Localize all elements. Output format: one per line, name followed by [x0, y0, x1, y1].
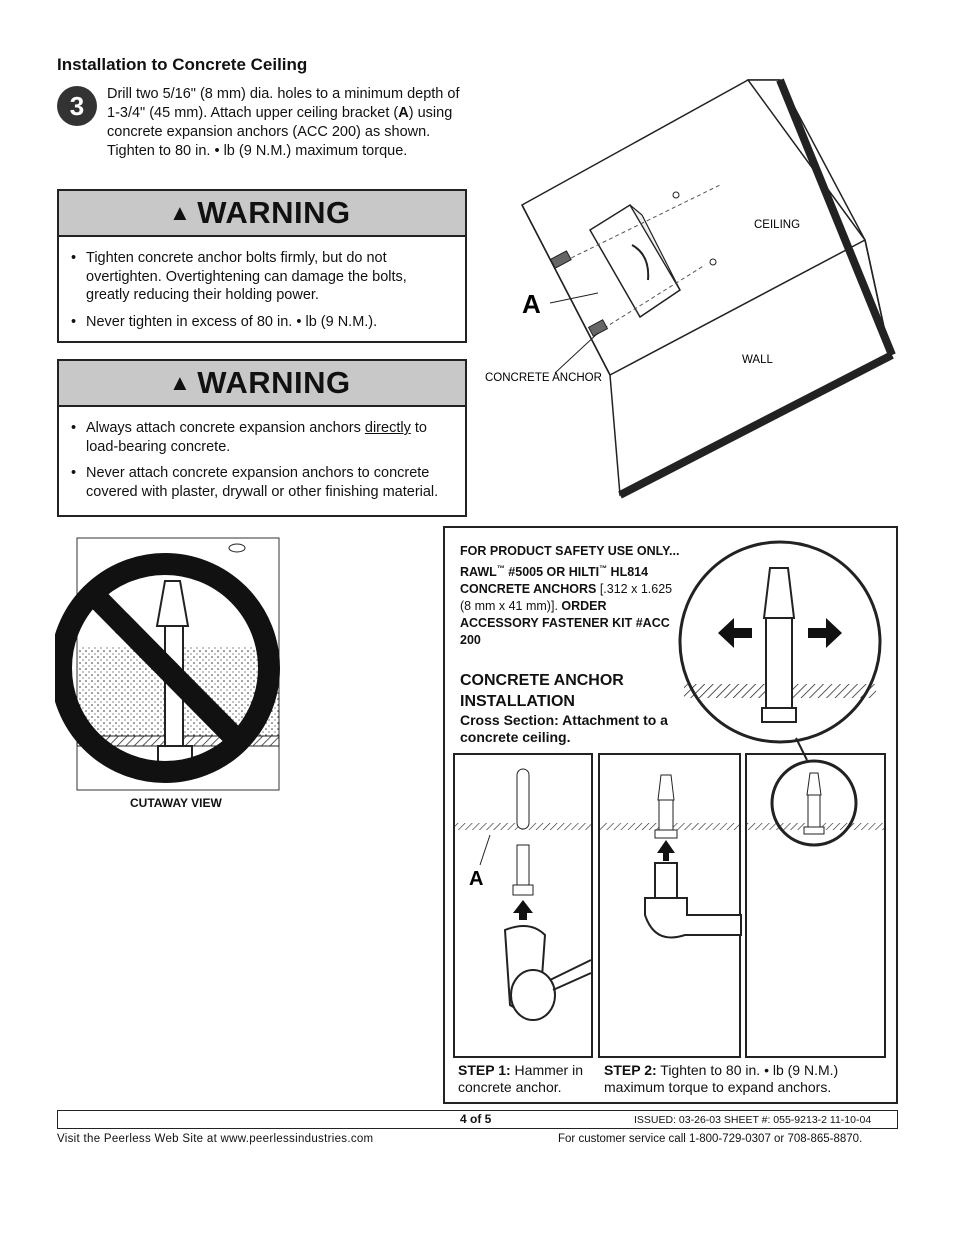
warning-box-2: ▲ WARNING Always attach concrete expansi… [57, 359, 467, 517]
anchors-label: CONCRETE ANCHORS [460, 582, 597, 597]
panel-letter-label: A [469, 868, 483, 890]
warning-list: Tighten concrete anchor bolts firmly, bu… [59, 237, 465, 345]
trademark: ™ [496, 564, 505, 573]
warning-header: ▲ WARNING [59, 191, 465, 237]
trademark: ™ [599, 564, 608, 573]
warning-item: Never attach concrete expansion anchors … [71, 464, 451, 501]
ceiling-bracket-diagram: A CEILING WALL CONCRETE ANCHOR [485, 78, 896, 499]
section-title: Installation to Concrete Ceiling [57, 55, 308, 74]
anchor-size: [.312 x 1.625 (8 mm x 41 mm)]. [460, 582, 673, 614]
warning-text: to load-bearing concrete. [86, 420, 427, 455]
issued-info: ISSUED: 03-26-03 SHEET #: 055-9213-2 11-… [634, 1114, 872, 1126]
result-panel [745, 753, 886, 1058]
brand-rawl: RAWL [460, 565, 497, 580]
bracket-letter-label: A [522, 289, 541, 319]
step1-text: Hammer in concrete anchor. [458, 1062, 584, 1095]
warning-item: Always attach concrete expansion anchors… [71, 419, 451, 456]
footer-bar [57, 1110, 898, 1129]
step1-label: STEP 1: [458, 1062, 511, 1078]
model-hl814: HL814 [607, 565, 649, 580]
ceiling-label: CEILING [754, 219, 800, 231]
warning-title: WARNING [197, 365, 351, 400]
concrete-anchor-label: CONCRETE ANCHOR [485, 372, 602, 384]
step2-caption: STEP 2: Tighten to 80 in. • lb (9 N.M.) … [604, 1062, 894, 1096]
order-kit: ORDER ACCESSORY FASTENER KIT #ACC 200 [460, 599, 670, 648]
product-safety-info: FOR PRODUCT SAFETY USE ONLY... RAWL™ #50… [460, 543, 680, 649]
warning-item: Tighten concrete anchor bolts firmly, bu… [71, 249, 451, 305]
warning-triangle-icon: ▲ [169, 200, 192, 225]
magnified-anchor-diagram [678, 540, 882, 761]
concrete-anchor-install-box [443, 526, 898, 1104]
step2-text: Tighten to 80 in. • lb (9 N.M.) maximum … [604, 1062, 839, 1095]
wall-label: WALL [742, 354, 773, 366]
step-text-part: ) using concrete expansion anchors (ACC … [107, 105, 453, 159]
step-instructions: Drill two 5/16" (8 mm) dia. holes to a m… [107, 85, 467, 161]
warning-box-1: ▲ WARNING Tighten concrete anchor bolts … [57, 189, 467, 343]
cutaway-view-label: CUTAWAY VIEW [130, 796, 222, 810]
step-number-badge: 3 [57, 86, 97, 126]
cross-section-caption: Cross Section: Attachment to a concrete … [460, 712, 668, 745]
warning-text: Always attach concrete expansion anchors [86, 420, 365, 436]
safety-note: FOR PRODUCT SAFETY USE ONLY... [460, 544, 680, 558]
step1-caption: STEP 1: Hammer in concrete anchor. [458, 1062, 598, 1096]
cutaway-view-diagram [55, 537, 280, 791]
warning-triangle-icon: ▲ [169, 370, 192, 395]
website-note: Visit the Peerless Web Site at www.peerl… [57, 1133, 374, 1145]
anchor-steps-diagram: A [455, 759, 884, 1021]
step1-panel [453, 753, 593, 1058]
warning-list: Always attach concrete expansion anchors… [59, 407, 465, 515]
warning-emphasis: directly [364, 420, 411, 436]
anchor-spec: CONCRETE ANCHORS [.312 x 1.625 (8 mm x 4… [460, 581, 680, 649]
page-number: 4 of 5 [460, 1112, 492, 1126]
anchor-install-title: CONCRETE ANCHOR INSTALLATION [460, 672, 624, 710]
step-text-part: Drill two 5/16" (8 mm) dia. holes to a m… [107, 86, 460, 121]
warning-item: Never tighten in excess of 80 in. • lb (… [71, 313, 451, 332]
warning-title: WARNING [197, 195, 351, 230]
customer-service-note: For customer service call 1-800-729-0307… [558, 1133, 863, 1145]
step-text-bracket-letter: A [398, 105, 409, 121]
brand-hilti: #5005 OR HILTI [504, 565, 600, 580]
step2-panel [598, 753, 741, 1058]
warning-header: ▲ WARNING [59, 361, 465, 407]
step2-label: STEP 2: [604, 1062, 657, 1078]
anchor-brands: RAWL™ #5005 OR HILTI™ HL814 [460, 560, 680, 581]
